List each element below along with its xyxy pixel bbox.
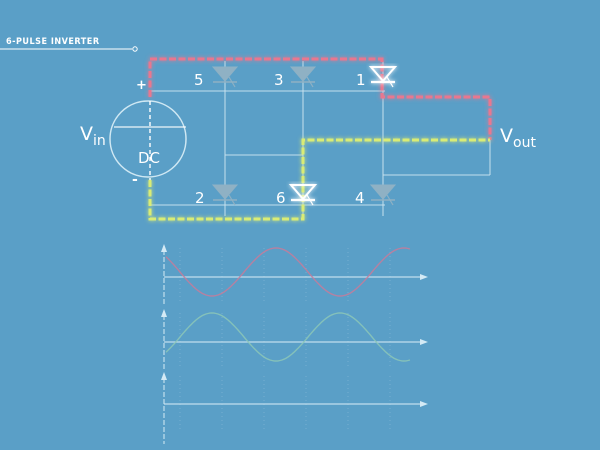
thyristor-group	[211, 66, 398, 206]
thyristor-5-symbol	[211, 66, 239, 82]
thyristor-6-gate	[306, 194, 314, 206]
thyristor-4-gate	[386, 194, 394, 206]
dc-source-type-label: DC	[138, 149, 160, 167]
thyristor-1	[368, 66, 398, 88]
waveform-plots	[161, 244, 428, 444]
y-axis-arrow	[161, 244, 167, 252]
positive-terminal-sign: +	[136, 78, 147, 93]
thyristor-4-symbol	[369, 184, 397, 200]
y-axis-arrow	[161, 372, 167, 380]
dc-source-circle	[109, 100, 187, 178]
thyristor-6-symbol	[288, 184, 318, 201]
thyristor-label-4: 4	[355, 189, 365, 207]
x-axis-arrow	[420, 339, 428, 345]
waveform-curve	[165, 247, 411, 297]
waveform-plot-2	[161, 309, 428, 370]
thyristor-3-symbol	[289, 66, 317, 82]
thyristor-6	[288, 184, 318, 206]
waveform-curve	[165, 312, 411, 362]
thyristor-label-1: 1	[356, 71, 366, 89]
thyristor-label-6: 6	[276, 189, 286, 207]
thyristor-3	[289, 66, 317, 88]
thyristor-1-gate	[386, 76, 394, 88]
thyristor-5-gate	[228, 76, 236, 88]
thyristor-5	[211, 66, 239, 88]
waveform-plot-3	[161, 372, 428, 444]
x-axis-arrow	[420, 401, 428, 407]
thyristor-3-gate	[306, 76, 314, 88]
thyristor-4	[369, 184, 397, 206]
waveform-plot-1	[161, 244, 428, 305]
vin-label: Vin	[80, 123, 106, 149]
negative-conduction-path	[148, 138, 490, 221]
thyristor-1-symbol	[368, 66, 398, 83]
thyristor-2	[211, 184, 239, 206]
vout-label: Vout	[500, 125, 536, 151]
dc-source: + - DC	[109, 78, 187, 188]
thyristor-2-gate	[228, 194, 236, 206]
thyristor-2-symbol	[211, 184, 239, 200]
title-underline-dot	[132, 46, 138, 52]
thyristor-label-3: 3	[274, 71, 284, 89]
negative-terminal-sign: -	[132, 172, 138, 188]
y-axis-arrow	[161, 309, 167, 317]
thyristor-label-2: 2	[195, 189, 205, 207]
thyristor-label-5: 5	[194, 71, 204, 89]
diagram-title: 6-PULSE INVERTER	[6, 37, 100, 47]
positive-conduction-path	[148, 57, 492, 140]
x-axis-arrow	[420, 274, 428, 280]
